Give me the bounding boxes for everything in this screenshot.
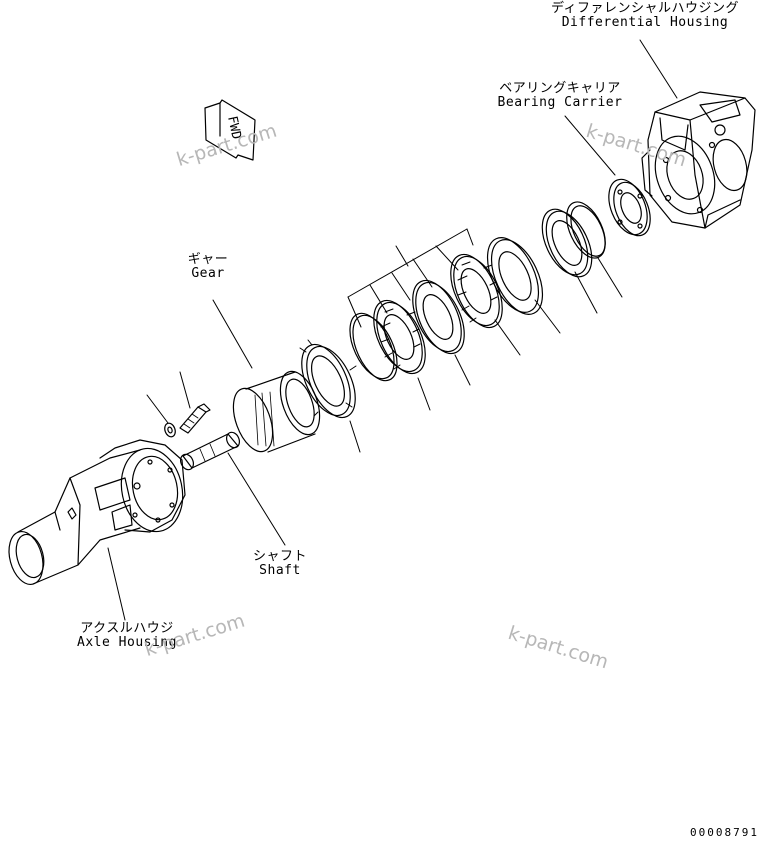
friction-disc-part xyxy=(450,253,503,329)
axle-housing-part xyxy=(8,439,186,586)
part-number: 00008791 xyxy=(690,826,759,839)
bolt-part xyxy=(179,403,211,434)
fwd-marker-text: FWD xyxy=(224,115,244,141)
gear-part xyxy=(232,370,321,453)
label-gear: ギャー Gear xyxy=(182,253,234,281)
fwd-arrow-icon: FWD xyxy=(204,99,256,161)
snap-ring-part xyxy=(566,201,606,259)
label-differential-housing: ディファレンシャルハウジング Differential Housing xyxy=(545,2,745,30)
label-bearing-carrier-en: Bearing Carrier xyxy=(497,95,623,110)
label-axle-housing: アクスルハウジ Axle Housing xyxy=(62,622,192,650)
label-shaft: シャフト Shaft xyxy=(249,550,311,578)
label-gear-en: Gear xyxy=(191,266,225,281)
washer-part xyxy=(164,422,176,438)
label-shaft-ja: シャフト xyxy=(252,549,307,564)
label-bearing-carrier: ベアリングキャリア Bearing Carrier xyxy=(480,82,640,110)
shaft-part xyxy=(179,431,241,471)
differential-housing-part xyxy=(641,91,756,229)
label-bearing-carrier-ja: ベアリングキャリア xyxy=(499,81,621,96)
label-gear-ja: ギャー xyxy=(187,252,229,267)
leader-lines xyxy=(107,39,678,621)
plate-part-2 xyxy=(412,279,465,355)
label-axle-housing-ja: アクスルハウジ xyxy=(80,621,174,636)
bearing-carrier-part xyxy=(608,178,651,237)
label-shaft-en: Shaft xyxy=(259,563,301,578)
friction-disc-part-2 xyxy=(373,299,426,375)
label-axle-housing-en: Axle Housing xyxy=(77,635,177,650)
label-differential-housing-en: Differential Housing xyxy=(561,15,729,30)
label-differential-housing-ja: ディファレンシャルハウジング xyxy=(550,1,740,16)
piston-part xyxy=(541,208,593,278)
plate-part-3 xyxy=(349,312,398,382)
